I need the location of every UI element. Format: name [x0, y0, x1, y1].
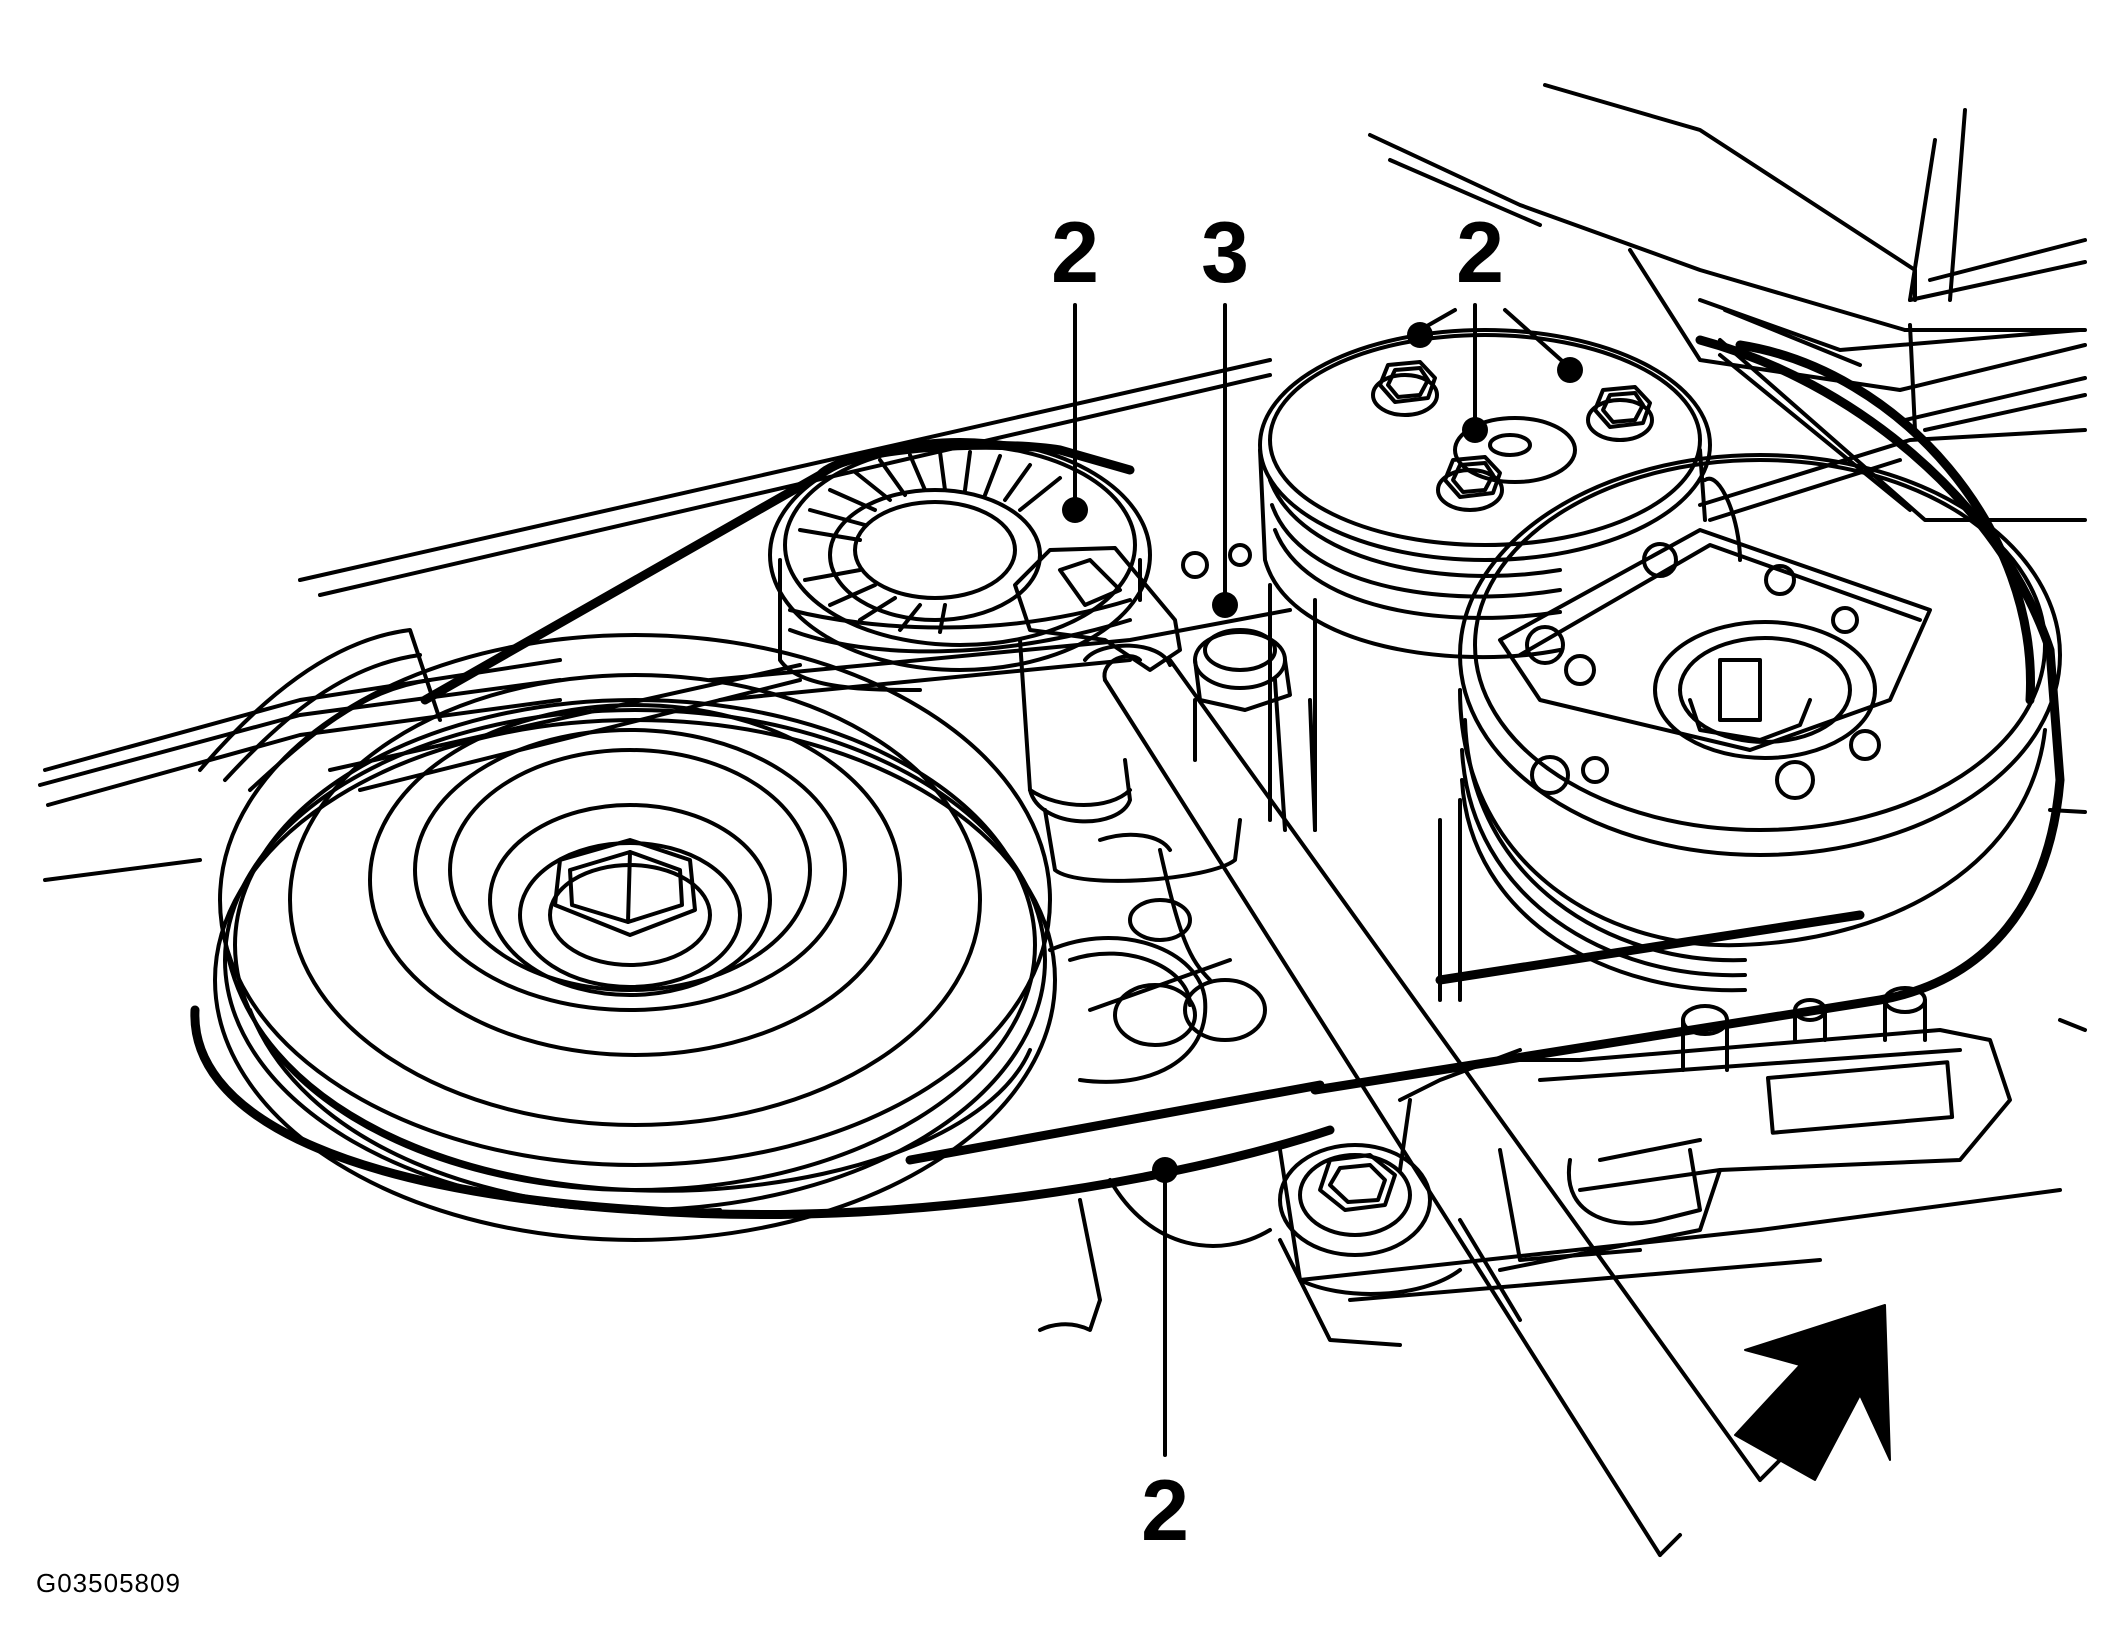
large-drive-pulley	[213, 633, 1057, 1242]
push-arrow-icon	[1734, 1304, 1891, 1481]
tensioner-bolt	[1193, 628, 1317, 832]
deck-outline	[38, 83, 2087, 1032]
callout-label-belt: 2	[1141, 1463, 1189, 1559]
idler-small-bolt	[1181, 543, 1252, 579]
callout-label-tensioner-bolt: 3	[1201, 205, 1249, 301]
clutch-pulley-bolts	[1371, 360, 1654, 512]
large-pulley-nut	[553, 838, 697, 937]
lower-spindle-assembly	[1038, 808, 2062, 1347]
callout-label-clutch-bolts: 2	[1456, 205, 1504, 301]
callout-dots	[1062, 322, 1583, 1183]
tensioner-sleeve	[1018, 638, 1132, 824]
figure-id: G03505809	[36, 1568, 181, 1598]
right-pulley	[1438, 453, 2062, 1002]
clutch-pulley	[1258, 328, 1742, 832]
callout-label-idler-nut: 2	[1051, 205, 1099, 301]
idler-pulley	[768, 438, 1152, 692]
callout-leaders	[1073, 303, 1572, 1457]
